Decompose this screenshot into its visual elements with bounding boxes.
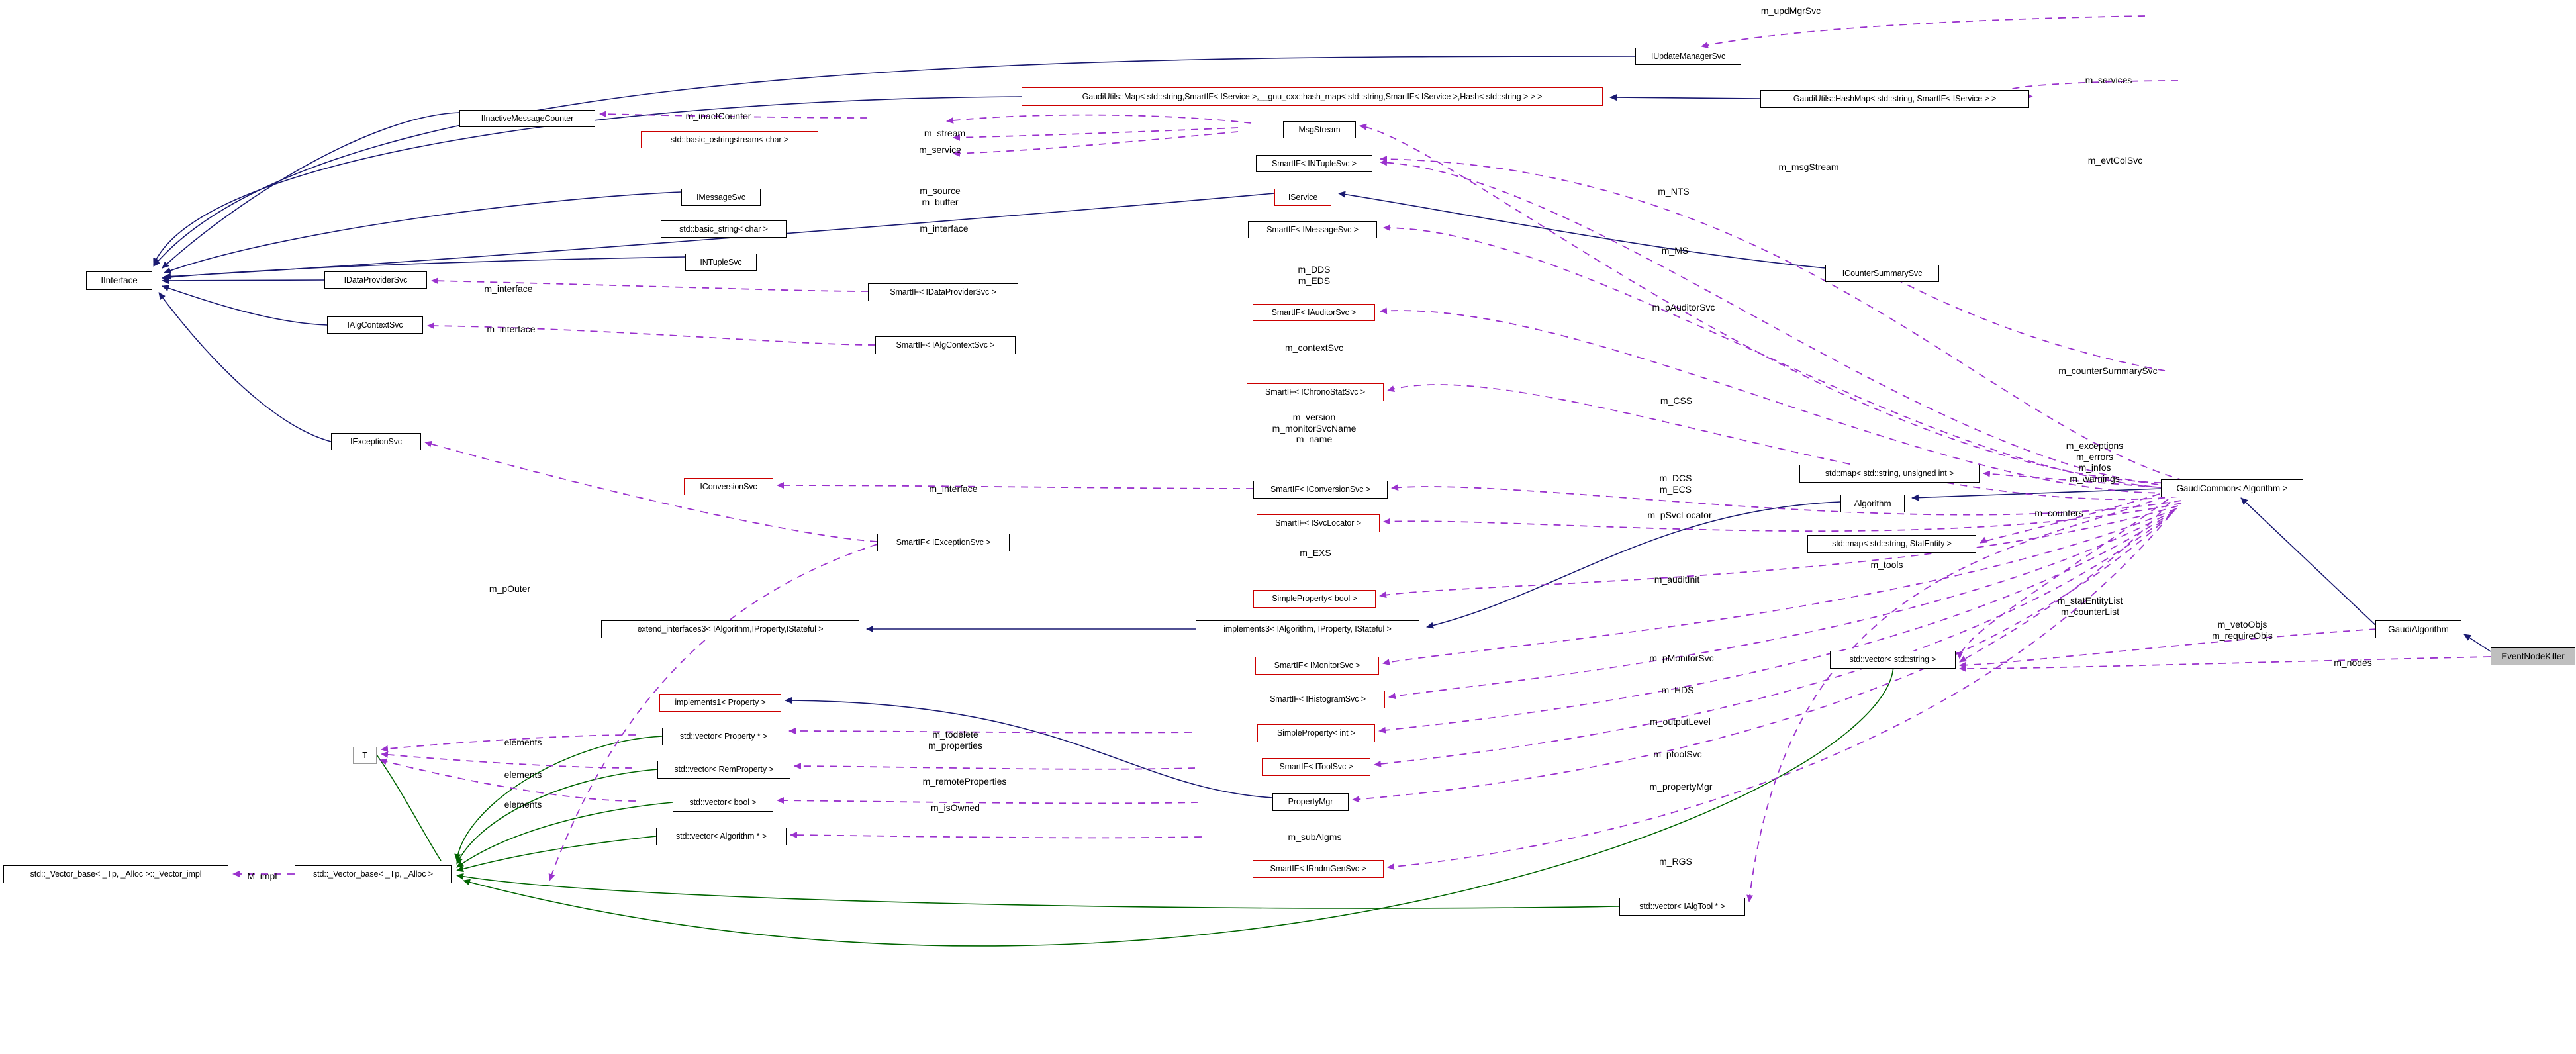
class-node-gaudialgorithm[interactable]: GaudiAlgorithm — [2375, 620, 2461, 638]
class-node-idataprovidersvc[interactable]: IDataProviderSvc — [324, 271, 427, 289]
class-node-extendif3[interactable]: extend_interfaces3< IAlgorithm,IProperty… — [601, 620, 859, 638]
class-node-algorithm[interactable]: Algorithm — [1840, 495, 1905, 512]
edge-label: m_interface — [484, 283, 533, 294]
class-node-smartif_iexc[interactable]: SmartIF< IExceptionSvc > — [877, 534, 1010, 551]
class-node-stdvec_remprop[interactable]: std::vector< RemProperty > — [657, 761, 790, 779]
class-node-smartif_idps[interactable]: SmartIF< IDataProviderSvc > — [868, 283, 1018, 301]
edge-label: m_NTS — [1658, 186, 1690, 197]
edge-label: m_service — [919, 144, 961, 155]
class-node-propertymgr[interactable]: PropertyMgr — [1272, 793, 1349, 811]
class-node-stdvec_propptr[interactable]: std::vector< Property * > — [662, 728, 785, 745]
class-node-eventnodekiller[interactable]: EventNodeKiller — [2491, 647, 2575, 665]
edge-label: m_HDS — [1661, 685, 1694, 695]
class-node-iexceptionsvc[interactable]: IExceptionSvc — [331, 433, 421, 450]
class-node-iupdatemgr[interactable]: IUpdateManagerSvc — [1635, 48, 1741, 65]
edge-label: m_DDS m_EDS — [1298, 264, 1331, 286]
edge-label: m_subAlgms — [1288, 832, 1342, 842]
edge-label: m_services — [2085, 75, 2132, 85]
class-node-smartif_iacs[interactable]: SmartIF< IAlgContextSvc > — [875, 336, 1016, 354]
class-node-stdmap_uint[interactable]: std::map< std::string, unsigned int > — [1799, 465, 1980, 483]
edge-label: m_pSvcLocator — [1647, 510, 1712, 520]
edge-label: m_RGS — [1659, 856, 1692, 867]
class-node-simpleprop_bool[interactable]: SimpleProperty< bool > — [1253, 590, 1376, 608]
edge-label: _M_impl — [242, 871, 277, 881]
edge-label: m_interface — [929, 483, 978, 494]
class-node-stdvec_algptr[interactable]: std::vector< Algorithm * > — [656, 828, 787, 845]
edge-label: m_DCS m_ECS — [1659, 473, 1692, 495]
edge-label: m_ptoolSvc — [1653, 749, 1702, 759]
class-node-smartif_intuple[interactable]: SmartIF< INTupleSvc > — [1256, 155, 1372, 172]
class-node-gaudimap[interactable]: GaudiUtils::Map< std::string,SmartIF< IS… — [1022, 87, 1603, 106]
edge-label: m_auditInit — [1654, 574, 1700, 585]
edge-label: m_statEntityList m_counterList — [2057, 595, 2123, 617]
class-node-stdvec_string[interactable]: std::vector< std::string > — [1830, 651, 1956, 669]
class-node-intuplesvc[interactable]: INTupleSvc — [685, 254, 757, 271]
edge-label: elements — [504, 737, 542, 747]
class-node-imessagesvc[interactable]: IMessageSvc — [681, 189, 761, 206]
edge-label: m_nodes — [2334, 657, 2372, 668]
class-node-iinactmsgcounter[interactable]: IInactiveMessageCounter — [459, 110, 595, 127]
class-node-ialgcontextsvc[interactable]: IAlgContextSvc — [327, 316, 423, 334]
edge-label: m_source m_buffer — [920, 185, 961, 207]
class-node-smartif_isvcloc[interactable]: SmartIF< ISvcLocator > — [1257, 514, 1380, 532]
edge-label: m_counters — [2034, 508, 2083, 518]
class-node-simpleprop_int[interactable]: SimpleProperty< int > — [1257, 724, 1375, 742]
class-node-smartif_iauditor[interactable]: SmartIF< IAuditorSvc > — [1253, 304, 1375, 321]
edge-label: m_updMgrSvc — [1760, 5, 1821, 16]
edge-label: m_isOwned — [931, 802, 980, 813]
edge-label: elements — [504, 769, 542, 780]
class-node-vectorbase_impl[interactable]: std::_Vector_base< _Tp, _Alloc >::_Vecto… — [3, 865, 228, 883]
class-node-stdmap_statentity[interactable]: std::map< std::string, StatEntity > — [1807, 535, 1976, 553]
edge-label: m_inactCounter — [685, 111, 751, 121]
edge-label: m_contextSvc — [1285, 342, 1343, 353]
class-node-smartif_imon[interactable]: SmartIF< IMonitorSvc > — [1255, 657, 1379, 675]
class-node-msgstream[interactable]: MsgStream — [1283, 121, 1356, 138]
edge-label: m_tools — [1870, 559, 1903, 570]
edge-label: m_counterSummarySvc — [2058, 365, 2158, 376]
class-node-iinterface[interactable]: IInterface — [86, 271, 152, 290]
class-node-implements3[interactable]: implements3< IAlgorithm, IProperty, ISta… — [1196, 620, 1419, 638]
edge-label: m_exceptions m_errors m_infos m_warnings — [2066, 440, 2124, 484]
class-node-iconversionsvc[interactable]: IConversionSvc — [684, 478, 773, 495]
edge-label: m_EXS — [1300, 548, 1331, 558]
class-node-smartif_imsg[interactable]: SmartIF< IMessageSvc > — [1248, 221, 1377, 238]
class-node-smartif_ichrono[interactable]: SmartIF< IChronoStatSvc > — [1247, 383, 1384, 401]
edge-label: m_pOuter — [489, 583, 531, 594]
edge-label: m_todelete m_properties — [928, 729, 982, 751]
edge-label: m_remoteProperties — [922, 776, 1007, 787]
edge-label: m_CSS — [1660, 395, 1693, 406]
class-node-basicostringstream[interactable]: std::basic_ostringstream< char > — [641, 131, 818, 148]
class-node-basicstring[interactable]: std::basic_string< char > — [661, 220, 787, 238]
class-node-t[interactable]: T — [353, 747, 377, 764]
edge-label: m_stream — [924, 128, 966, 138]
edge-label: m_pMonitorSvc — [1649, 653, 1714, 663]
edge-label: m_MS — [1661, 245, 1689, 256]
class-node-smartif_ihist[interactable]: SmartIF< IHistogramSvc > — [1251, 691, 1385, 708]
class-node-gaudihashmap[interactable]: GaudiUtils::HashMap< std::string, SmartI… — [1760, 90, 2029, 108]
class-node-smartif_iconv[interactable]: SmartIF< IConversionSvc > — [1253, 481, 1388, 499]
edge-label: m_outputLevel — [1650, 716, 1711, 727]
edge-label: elements — [504, 799, 542, 810]
edge-label: m_vetoObjs m_requireObjs — [2212, 619, 2273, 641]
edge-label: m_interface — [920, 223, 969, 234]
class-node-smartif_irndm[interactable]: SmartIF< IRndmGenSvc > — [1253, 860, 1384, 878]
class-node-implements1[interactable]: implements1< Property > — [659, 694, 781, 712]
edge-label: m_pAuditorSvc — [1652, 302, 1715, 312]
class-node-iservice[interactable]: IService — [1274, 189, 1331, 206]
class-node-stdvec_ialgtool[interactable]: std::vector< IAlgTool * > — [1619, 898, 1745, 916]
class-node-stdvec_bool[interactable]: std::vector< bool > — [673, 794, 773, 812]
class-node-vectorbase[interactable]: std::_Vector_base< _Tp, _Alloc > — [295, 865, 452, 883]
edge-label: m_interface — [487, 324, 536, 334]
class-node-gaudicommon[interactable]: GaudiCommon< Algorithm > — [2161, 479, 2303, 497]
edge-label: m_msgStream — [1778, 162, 1839, 172]
edge-label: m_evtColSvc — [2087, 155, 2143, 166]
class-node-smartif_itool[interactable]: SmartIF< IToolSvc > — [1262, 758, 1370, 776]
class-node-icountersummary[interactable]: ICounterSummarySvc — [1825, 265, 1939, 282]
edge-label: m_version m_monitorSvcName m_name — [1272, 412, 1357, 445]
edge-label: m_propertyMgr — [1649, 781, 1713, 792]
